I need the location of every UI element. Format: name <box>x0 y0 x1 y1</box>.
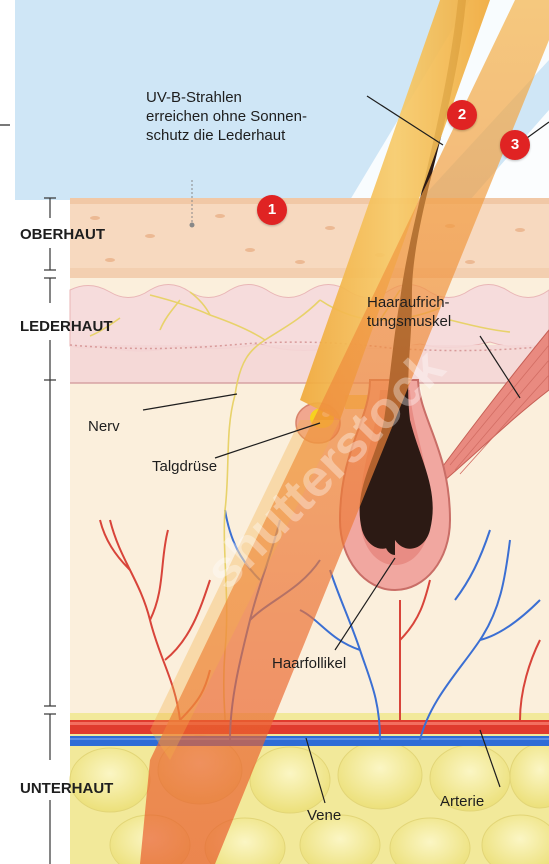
uvb-callout-line1: UV-B-Strahlen <box>146 88 307 107</box>
layer-brackets <box>44 198 56 864</box>
label-epidermis: OBERHAUT <box>20 226 105 243</box>
uvb-callout-line2: erreichen ohne Sonnen- <box>146 107 307 126</box>
label-dermis: LEDERHAUT <box>20 318 113 335</box>
marker-1: 1 <box>257 195 287 225</box>
label-hair-follicle: Haarfollikel <box>272 654 346 673</box>
papillary-layer <box>70 284 549 351</box>
label-vein: Vene <box>307 806 341 825</box>
label-nerve: Nerv <box>88 417 120 436</box>
label-arrector-pili: Haaraufrich- tungsmuskel <box>367 293 451 331</box>
uvb-callout-line3: schutz die Lederhaut <box>146 126 307 145</box>
marker-2: 2 <box>447 100 477 130</box>
label-arrector-line1: Haaraufrich- <box>367 293 451 312</box>
label-artery: Arterie <box>440 792 484 811</box>
label-subcutis: UNTERHAUT <box>20 780 113 797</box>
vein-vessel <box>70 736 549 746</box>
marker-3: 3 <box>500 130 530 160</box>
label-arrector-line2: tungsmuskel <box>367 312 451 331</box>
label-sebaceous-gland: Talgdrüse <box>152 457 217 476</box>
uvb-callout: UV-B-Strahlen erreichen ohne Sonnen- sch… <box>146 88 307 145</box>
left-white-margin <box>0 0 15 864</box>
